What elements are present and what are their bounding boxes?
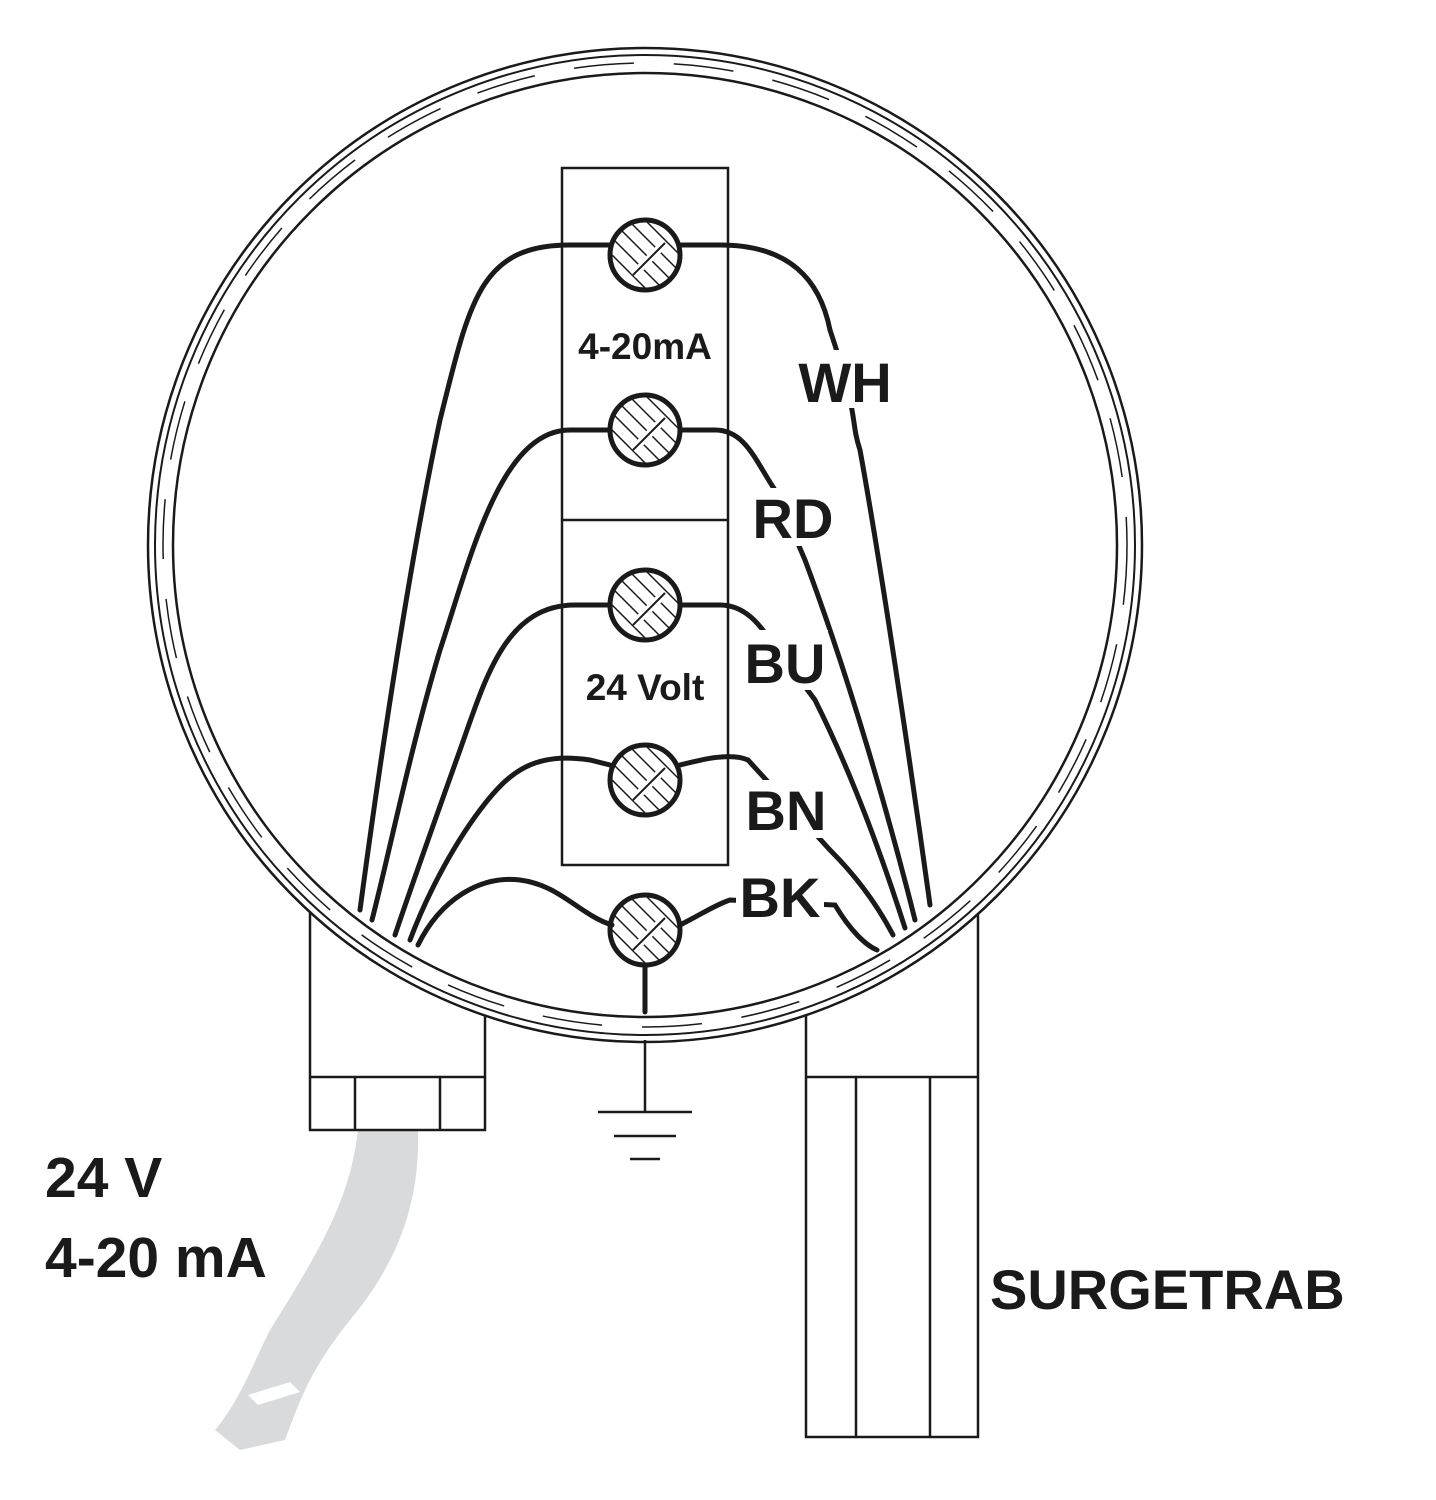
wire-label-bu: BU xyxy=(745,632,826,695)
cable-label-voltage: 24 V xyxy=(45,1146,162,1210)
ground-symbol-icon xyxy=(598,1040,692,1161)
terminal-label-24-volt: 24 Volt xyxy=(586,667,705,708)
wires-left xyxy=(357,242,615,948)
device-label-surgetrab: SURGETRAB xyxy=(990,1258,1345,1321)
cable-notch xyxy=(248,1382,300,1405)
wire-label-wh: WH xyxy=(798,351,891,414)
terminal-label-4-20ma: 4-20mA xyxy=(578,326,712,367)
wire-label-bn: BN xyxy=(746,779,827,842)
cable xyxy=(215,1130,419,1450)
wire-label-bk: BK xyxy=(740,866,821,929)
cable-label-current: 4-20 mA xyxy=(45,1226,267,1290)
wire-label-rd: RD xyxy=(753,487,834,550)
screw-terminal-icon xyxy=(607,217,683,968)
